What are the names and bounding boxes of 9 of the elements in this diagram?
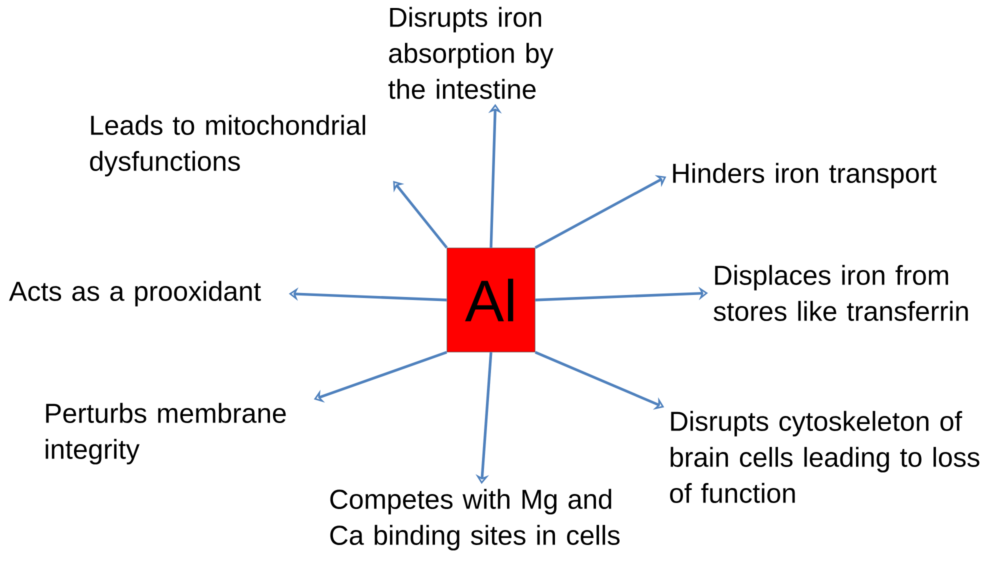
effect-text: Acts as a prooxidant <box>9 280 261 306</box>
effect-text: Hinders iron transport <box>673 162 937 188</box>
effect-text: Disrupts cytoskeleton of brain cells leading to loss of function <box>670 410 980 503</box>
effect-text: Disrupts iron absorption by the intestine <box>388 6 554 99</box>
effect-text: Competes with Mg and Ca binding sites in cells <box>330 488 620 550</box>
element-box: Al <box>446 248 536 352</box>
effect-text: Displaces iron from stores like transferrin <box>714 264 968 321</box>
effect-text: Perturbs membrane integrity <box>46 402 286 464</box>
effect-text: Leads to mitochondrial dysfunctions <box>90 114 366 176</box>
